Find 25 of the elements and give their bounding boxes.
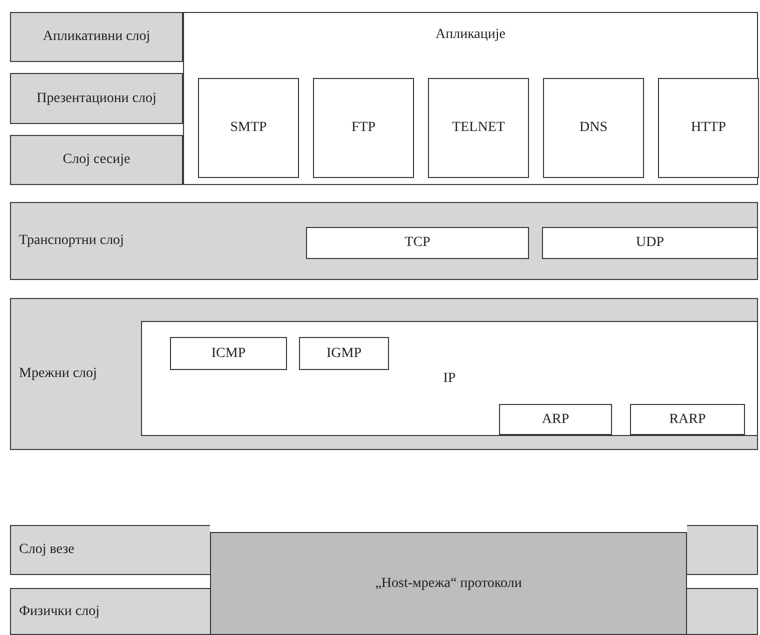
protocol-box: ARP xyxy=(499,404,612,435)
protocol-box: TCP xyxy=(306,227,529,259)
protocol-box: „Host-мрежа“ протоколи xyxy=(210,532,687,635)
layer-box: Слој сесије xyxy=(10,135,183,185)
protocol-box: HTTP xyxy=(658,78,759,178)
protocol-box: IGMP xyxy=(299,337,389,370)
protocol-box: ICMP xyxy=(170,337,287,370)
layer-box: Апликативни слој xyxy=(10,12,183,62)
protocol-box: UDP xyxy=(542,227,758,259)
layer-band xyxy=(10,298,758,450)
application-panel xyxy=(183,12,758,185)
protocol-box: TELNET xyxy=(428,78,529,178)
layer-label: IP xyxy=(443,370,456,386)
protocol-panel xyxy=(141,321,758,436)
protocol-box: DNS xyxy=(543,78,644,178)
layer-band: Слој везе xyxy=(10,525,210,575)
layer-box: Презентациони слој xyxy=(10,73,183,124)
protocol-box: SMTP xyxy=(198,78,299,178)
layer-label: Транспортни слој xyxy=(19,233,124,249)
protocol-box: FTP xyxy=(313,78,414,178)
panel-title: Апликације xyxy=(434,27,506,43)
protocol-box: RARP xyxy=(630,404,745,435)
layer-band xyxy=(10,202,758,280)
layer-band: Физички слој xyxy=(10,588,210,635)
layer-label: Мрежни слој xyxy=(19,366,97,382)
